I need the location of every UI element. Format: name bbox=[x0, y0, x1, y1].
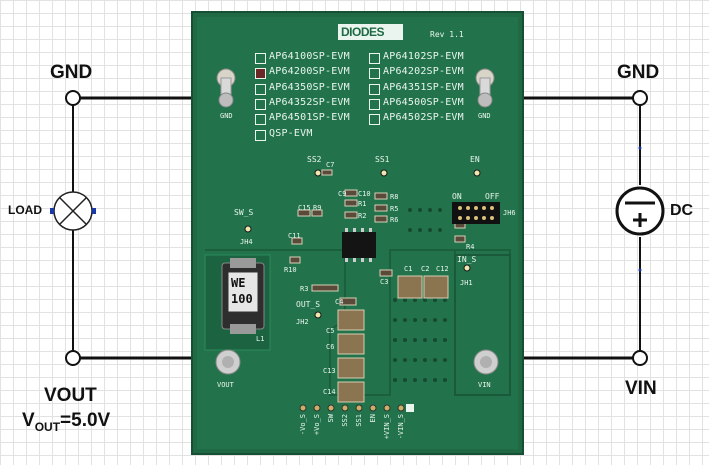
tp-ss2-label: SS2 bbox=[307, 155, 322, 164]
ref-r8: R8 bbox=[390, 193, 399, 201]
ref-c14: C14 bbox=[323, 388, 336, 396]
model-name: AP64200SP-EVM bbox=[269, 66, 350, 78]
jumper-off-label: OFF bbox=[485, 192, 500, 201]
gnd-right-silk: GND bbox=[478, 112, 491, 120]
ref-r1: R1 bbox=[358, 200, 367, 208]
model-name: AP64100SP-EVM bbox=[269, 51, 350, 62]
ref-c2: C2 bbox=[421, 265, 430, 273]
terminal-gnd-right bbox=[632, 90, 648, 106]
tp-in-s-label: IN_S bbox=[457, 255, 477, 264]
model-name: AP64501SP-EVM bbox=[269, 112, 350, 124]
header-pin-label: SW bbox=[327, 414, 335, 423]
jh4-label: JH4 bbox=[240, 238, 253, 246]
ref-l1: L1 bbox=[256, 335, 265, 343]
ref-c4: C4 bbox=[335, 298, 344, 306]
jumper-on-label: ON bbox=[452, 192, 462, 201]
model-checkbox bbox=[255, 68, 266, 80]
gnd-left-label: GND bbox=[50, 62, 93, 83]
vout-label: VOUT bbox=[44, 385, 97, 406]
ref-c15: C15 bbox=[298, 204, 311, 212]
header-pin-label: SS2 bbox=[341, 414, 349, 427]
load-lamp-icon bbox=[50, 191, 96, 231]
model-name: AP64500SP-EVM bbox=[383, 96, 464, 108]
header-pin-label: -VIN_S bbox=[397, 414, 405, 440]
model-name: AP64202SP-EVM bbox=[383, 66, 464, 78]
load-label: LOAD bbox=[8, 203, 42, 217]
vin-silk: VIN bbox=[478, 381, 491, 389]
post-gnd-right bbox=[475, 68, 495, 108]
tp-out-s-label: OUT_S bbox=[296, 300, 321, 309]
sense-header-pins bbox=[299, 404, 405, 412]
model-checkbox bbox=[369, 83, 380, 95]
model-name: AP64102SP-EVM bbox=[383, 51, 464, 62]
model-checkbox bbox=[255, 83, 266, 95]
header-pin-label: SS1 bbox=[355, 414, 363, 427]
model-name: AP64502SP-EVM bbox=[383, 112, 464, 124]
tp-en-label: EN bbox=[470, 155, 480, 164]
vias bbox=[393, 208, 447, 382]
dc-label: DC bbox=[670, 202, 694, 219]
ref-c12: C12 bbox=[436, 265, 449, 273]
model-checkbox bbox=[369, 114, 380, 126]
en-jumper-header bbox=[452, 202, 500, 224]
ref-c11: C11 bbox=[288, 232, 301, 240]
model-checkbox bbox=[369, 98, 380, 110]
dc-source-icon bbox=[615, 186, 665, 236]
model-checkbox bbox=[255, 53, 266, 64]
ref-c9: C9 bbox=[338, 190, 347, 198]
logo-plate bbox=[338, 24, 403, 40]
ref-c6: C6 bbox=[326, 343, 335, 351]
model-name: AP64350SP-EVM bbox=[269, 81, 350, 93]
ref-r4: R4 bbox=[466, 243, 475, 251]
header-pin-label: +VIN_S bbox=[383, 414, 391, 440]
ref-c3: C3 bbox=[380, 278, 389, 286]
ref-r2: R2 bbox=[358, 212, 367, 220]
jh6-label: JH6 bbox=[503, 209, 516, 217]
terminal-gnd-left bbox=[65, 90, 81, 106]
header-pin-label: -Vo_S bbox=[299, 414, 307, 436]
vin-label: VIN bbox=[625, 378, 657, 399]
ref-r9: R9 bbox=[313, 204, 322, 212]
header-pin-label: +Vo_S bbox=[313, 414, 321, 436]
post-vout bbox=[215, 349, 241, 375]
model-name: AP64352SP-EVM bbox=[269, 96, 350, 108]
model-name: AP64351SP-EVM bbox=[383, 81, 464, 93]
ref-r10: R10 bbox=[284, 266, 297, 274]
ref-r3: R3 bbox=[300, 285, 309, 293]
post-gnd-left bbox=[216, 68, 236, 108]
post-vin bbox=[473, 349, 499, 375]
tp-sw-s-label: SW_S bbox=[234, 208, 254, 217]
terminal-vin bbox=[632, 350, 648, 366]
board-revision: Rev 1.1 bbox=[430, 30, 464, 39]
ref-r6: R6 bbox=[390, 216, 399, 224]
jh1-label: JH1 bbox=[460, 279, 473, 287]
vout-silk: VOUT bbox=[217, 381, 234, 389]
converter-ic bbox=[342, 232, 376, 258]
ref-c5: C5 bbox=[326, 327, 335, 335]
model-checkbox bbox=[255, 129, 266, 141]
model-checkbox bbox=[255, 98, 266, 110]
jh2-label: JH2 bbox=[296, 318, 309, 326]
gnd-left-silk: GND bbox=[220, 112, 233, 120]
tp-ss1-label: SS1 bbox=[375, 155, 390, 164]
diodes-logo: DIODES bbox=[341, 25, 385, 39]
inductor-marking-1: WE bbox=[231, 276, 246, 290]
model-checkbox bbox=[255, 114, 266, 126]
gnd-right-label: GND bbox=[617, 62, 660, 83]
model-checkbox bbox=[369, 53, 380, 64]
inductor-marking-2: 100 bbox=[231, 292, 253, 306]
ref-c13: C13 bbox=[323, 367, 336, 375]
ref-r5: R5 bbox=[390, 205, 399, 213]
header-pin-label: EN bbox=[369, 414, 377, 423]
ref-c7: C7 bbox=[326, 161, 335, 169]
ref-c1: C1 bbox=[404, 265, 413, 273]
vout-value: VOUT=5.0V bbox=[22, 410, 111, 434]
model-checkbox bbox=[369, 68, 380, 80]
terminal-vout bbox=[65, 350, 81, 366]
ref-c10: C10 bbox=[358, 190, 371, 198]
model-name: QSP-EVM bbox=[269, 127, 313, 139]
